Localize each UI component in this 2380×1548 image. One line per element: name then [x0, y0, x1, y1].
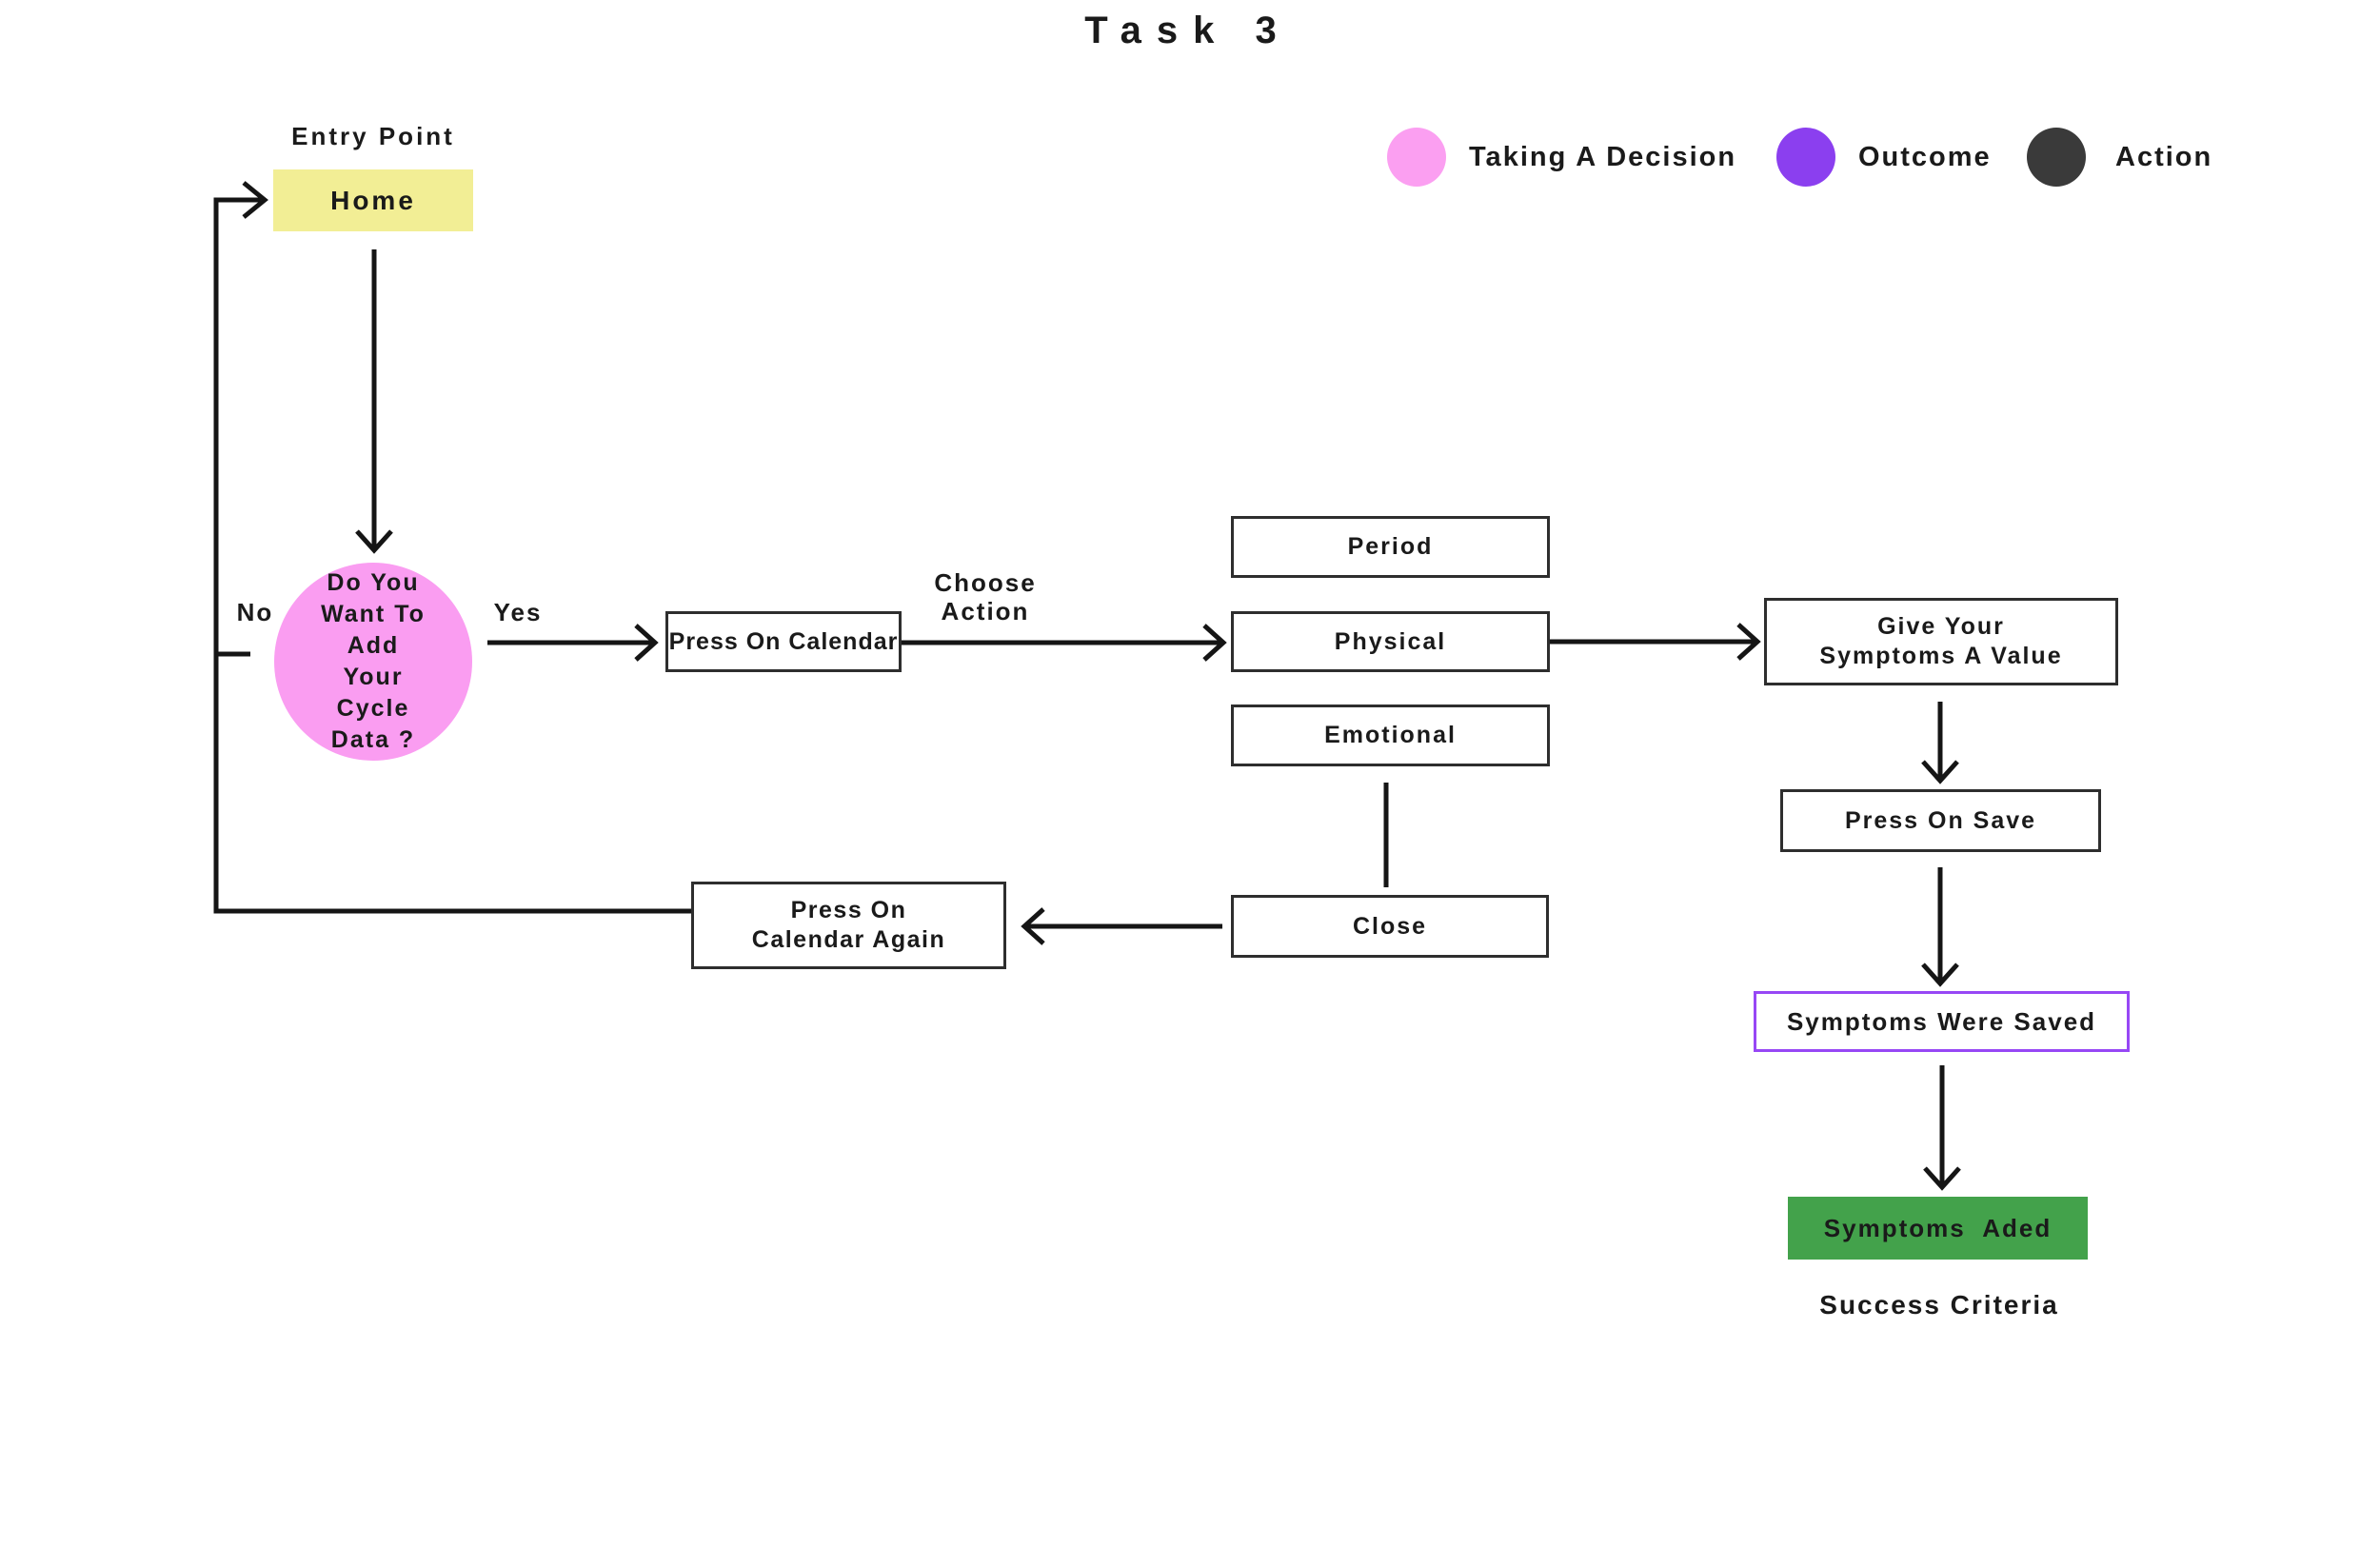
node-close: Close: [1231, 895, 1549, 958]
decision-line: Want To: [321, 601, 426, 627]
decision-line: Your: [343, 664, 404, 690]
decision-line: Data ?: [330, 726, 416, 753]
node-press-on-save: Press On Save: [1780, 789, 2101, 852]
choose-action-line: Choose: [934, 568, 1037, 597]
node-press-on-calendar: Press On Calendar: [665, 611, 902, 672]
connector-save-to-saved: [1921, 867, 1959, 987]
node-give-symptoms-value: Give Your Symptoms A Value: [1764, 598, 2118, 685]
connector-home-to-decision: [355, 249, 393, 554]
decision-line: Do You: [327, 569, 420, 596]
node-home: Home: [273, 169, 473, 231]
connector-close-to-again: [1021, 907, 1222, 945]
legend-outcome-label: Outcome: [1858, 142, 1992, 172]
legend-decision-dot: [1387, 128, 1446, 187]
edge-label-yes: Yes: [493, 598, 543, 626]
success-criteria-label: Success Criteria: [1819, 1290, 2059, 1320]
node-period: Period: [1231, 516, 1550, 578]
press-again-line: Calendar Again: [751, 926, 946, 953]
connector-physical-to-give-value: [1550, 623, 1761, 661]
edge-label-choose-action: Choose Action: [890, 568, 1081, 625]
choose-action-line: Action: [941, 597, 1030, 625]
connector-loop-to-home: [213, 181, 691, 914]
give-value-line: Give Your: [1877, 613, 2005, 640]
legend-action-label: Action: [2115, 142, 2213, 172]
decision-line: Add: [347, 632, 400, 659]
give-value-line: Symptoms A Value: [1819, 643, 2063, 669]
entry-point-label: Entry Point: [291, 122, 455, 150]
legend-outcome-dot: [1776, 128, 1835, 187]
node-symptoms-were-saved: Symptoms Were Saved: [1754, 991, 2130, 1052]
legend-action-dot: [2027, 128, 2086, 187]
connector-give-value-to-save: [1921, 702, 1959, 784]
edge-label-no: No: [236, 598, 274, 626]
decision-line: Cycle: [336, 695, 410, 722]
node-symptoms-added: Symptoms Aded: [1788, 1197, 2088, 1260]
connector-saved-to-added: [1923, 1065, 1961, 1191]
connector-calendar-to-physical: [902, 624, 1227, 662]
press-again-line: Press On: [790, 897, 907, 923]
connector-yes-arrow: [487, 624, 659, 662]
node-emotional: Emotional: [1231, 705, 1550, 766]
page-title: Task 3: [1084, 10, 1292, 51]
node-physical: Physical: [1231, 611, 1550, 672]
legend-decision-label: Taking A Decision: [1469, 142, 1737, 172]
node-press-on-calendar-again: Press On Calendar Again: [691, 882, 1006, 969]
node-decision-circle: Do You Want To Add Your Cycle Data ?: [274, 563, 472, 761]
